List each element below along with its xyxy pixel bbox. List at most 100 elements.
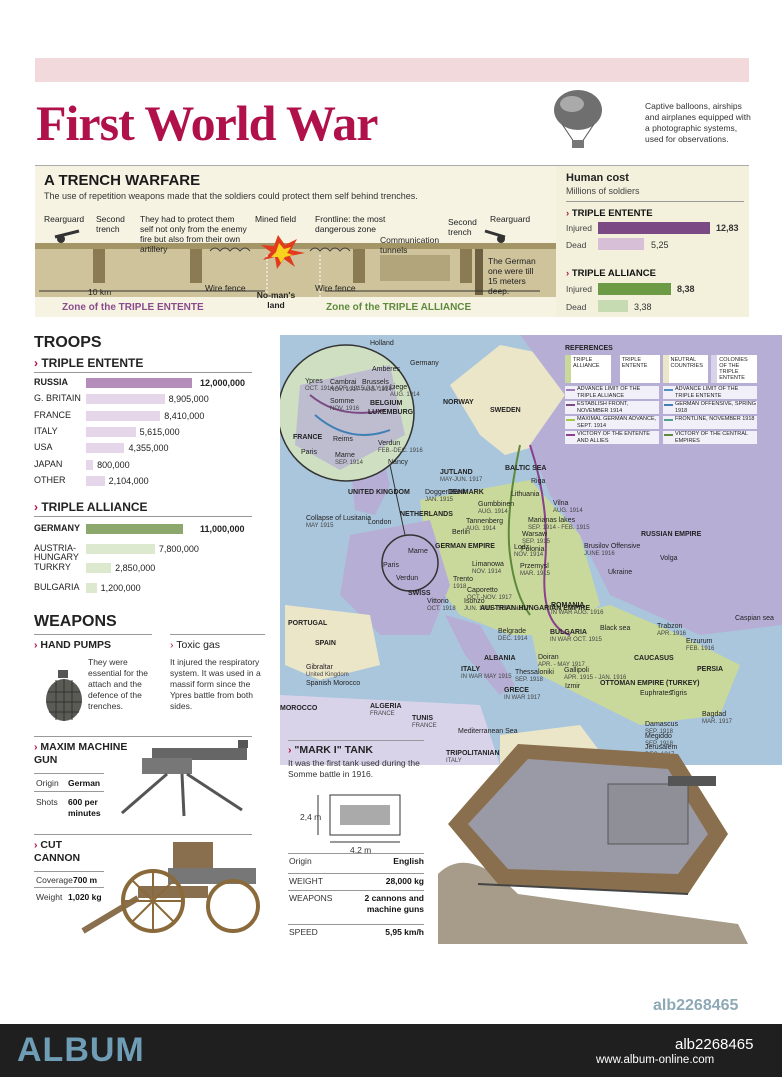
legend-line-swatch [566, 434, 575, 436]
map-place-label: DENMARK [448, 489, 484, 496]
map-place-date: 1918 [453, 584, 467, 590]
weapons-heading: WEAPONS [34, 613, 117, 630]
map-place-label: Megiddo [645, 733, 672, 740]
troop-bar [86, 410, 161, 421]
map-place-label: London [368, 519, 392, 526]
map-place-date: SEP. 1918 [645, 741, 673, 747]
cost-alliance-injured-label: Injured [566, 284, 592, 294]
legend-line-swatch [664, 404, 673, 406]
map-place-label: Ukraine [608, 569, 633, 576]
tank-height: 2,4 m [300, 812, 322, 822]
troop-value: 4,355,000 [128, 443, 169, 454]
maxim-spec-divider-2 [34, 791, 104, 792]
tank-spec-label: SPEED [289, 927, 318, 937]
map-place-label: Marne [408, 548, 428, 555]
map-place-date: JUN. 1915 - SEPT. 1917 [464, 606, 530, 612]
tank-spec-value: 2 cannons and machine guns [364, 893, 424, 914]
troop-bar [86, 543, 155, 554]
troop-value: 5,615,000 [139, 426, 180, 437]
legend-line-label: ADVANCE LIMIT OF THE TRIPLE ENTENTE [675, 386, 739, 399]
troop-value: 8,410,000 [164, 410, 205, 421]
maxim-divider [34, 736, 252, 737]
toxic-gas-text: It injured the respiratory system. It wa… [170, 657, 261, 711]
legend-swatch-label: NEUTRAL COUNTRIES [662, 355, 709, 383]
troop-bar [86, 459, 94, 470]
balloon-illustration [554, 90, 602, 148]
map-place-date: SEP. 1918 [645, 729, 673, 735]
map-place-label: Holland [370, 340, 394, 347]
troop-bar [86, 524, 184, 534]
troops-alliance-divider [34, 516, 252, 517]
map-place-date: FRANCE [370, 711, 395, 717]
label-rearguard-left: Rearguard [44, 214, 85, 224]
map-place-date: IN WAR MAY 1915 [461, 674, 512, 680]
map-place-label: Amberes [372, 366, 401, 373]
cost-entente-dead-value: 5,25 [651, 240, 669, 250]
map-place-label: OTTOMAN EMPIRE (TURKEY) [600, 680, 700, 687]
map-place-date: ITALY [446, 758, 462, 764]
map-place-label: Belgrade [498, 628, 527, 635]
troop-country-label: RUSSIA [34, 377, 69, 387]
map-place-label: Spanish Morocco [306, 680, 361, 687]
map-place-date: NOV. 1917 [330, 387, 360, 393]
map-place-label: Verdun [396, 575, 419, 582]
map-place-date: MAR. 1915 [520, 571, 551, 577]
legend-line: GERMAN OFFENSIVE, SPRING 1918 [663, 401, 757, 414]
tank-spec-label: WEIGHT [289, 876, 323, 886]
references-lines: ADVANCE LIMIT OF THE TRIPLE ALLIANCE ADVA… [565, 386, 757, 444]
map-place-label: Liege [390, 384, 408, 391]
map-place-label: Bagdad [702, 711, 727, 718]
label-wire-fence-left: Wire fence [205, 283, 246, 293]
tank-spec-divider [288, 853, 424, 854]
tank-spec-label: WEAPONS [289, 893, 333, 903]
troops-alliance-heading: TRIPLE ALLIANCE [34, 500, 147, 514]
map-place-label: Lodz [514, 544, 530, 551]
troop-value: 2,104,000 [108, 475, 149, 486]
troop-bar [86, 426, 136, 437]
legend-line-swatch [566, 419, 575, 421]
map-place-label: Damascus [645, 721, 679, 728]
hand-pumps-text: They were essential for the attach and t… [88, 657, 149, 711]
troop-value: 800,000 [97, 459, 130, 470]
map-place-label: LUXEMBURG [368, 409, 414, 416]
map-place-date: OCT. 1914 APR. 1915 JULY 1917 [305, 386, 395, 392]
map-place-label: ITALY [461, 666, 481, 673]
cost-alliance-injured-value: 8,38 [677, 284, 695, 294]
tank-illustration [438, 744, 748, 944]
map-place-label: Nancy [388, 459, 408, 466]
maxim-shots-label: Shots [36, 797, 58, 807]
album-logo[interactable]: ALBUM [17, 1031, 145, 1069]
map-place-date: AUG. 1914 [362, 387, 392, 393]
map-place-date: MAY-JUN. 1917 [440, 477, 483, 483]
map-place-label: Marne [335, 452, 355, 459]
troops-entente-heading: TRIPLE ENTENTE [34, 356, 143, 370]
troop-value: 8,905,000 [168, 394, 209, 405]
map-place-label: BELGIUM [370, 400, 403, 407]
map-place-label: Isonzo [464, 598, 485, 605]
footer-url[interactable]: www.album-online.com [596, 1054, 715, 1066]
label-communication: Communication tunnels [380, 235, 440, 255]
cannon-divider [34, 834, 252, 835]
zone-entente: Zone of the TRIPLE ENTENTE [62, 302, 204, 313]
map-place-label: Ypres [305, 378, 323, 385]
map-place-label: Reims [333, 436, 353, 443]
map-place-label: ALGERIA [370, 703, 402, 710]
map-place-label: Jerusalem [645, 744, 678, 751]
label-mined-field: Mined field [255, 214, 297, 224]
map-place-label: Gumbbinen [478, 501, 515, 508]
tank-diagram [317, 794, 401, 843]
map-place-label: Trento [453, 576, 473, 583]
map-place-label: GERMAN EMPIRE [435, 543, 495, 550]
map-place-label: Trabzon [657, 623, 683, 630]
map-place-label: Doiran [538, 654, 559, 661]
map-place-label: Vilna [553, 500, 569, 507]
map-place-label: CAUCASUS [634, 655, 674, 662]
legend-line-label: ADVANCE LIMIT OF THE TRIPLE ALLIANCE [577, 386, 641, 399]
cost-alliance-dead-label: Dead [566, 302, 587, 312]
map-place-label: BULGARIA [550, 629, 587, 636]
cost-entente-injured-value: 12,83 [716, 223, 739, 233]
cannon-spec-divider-1 [34, 871, 104, 872]
troop-bar [86, 394, 165, 405]
map-place-label: SWISS [408, 590, 431, 597]
map-place-label: Volga [660, 555, 678, 562]
